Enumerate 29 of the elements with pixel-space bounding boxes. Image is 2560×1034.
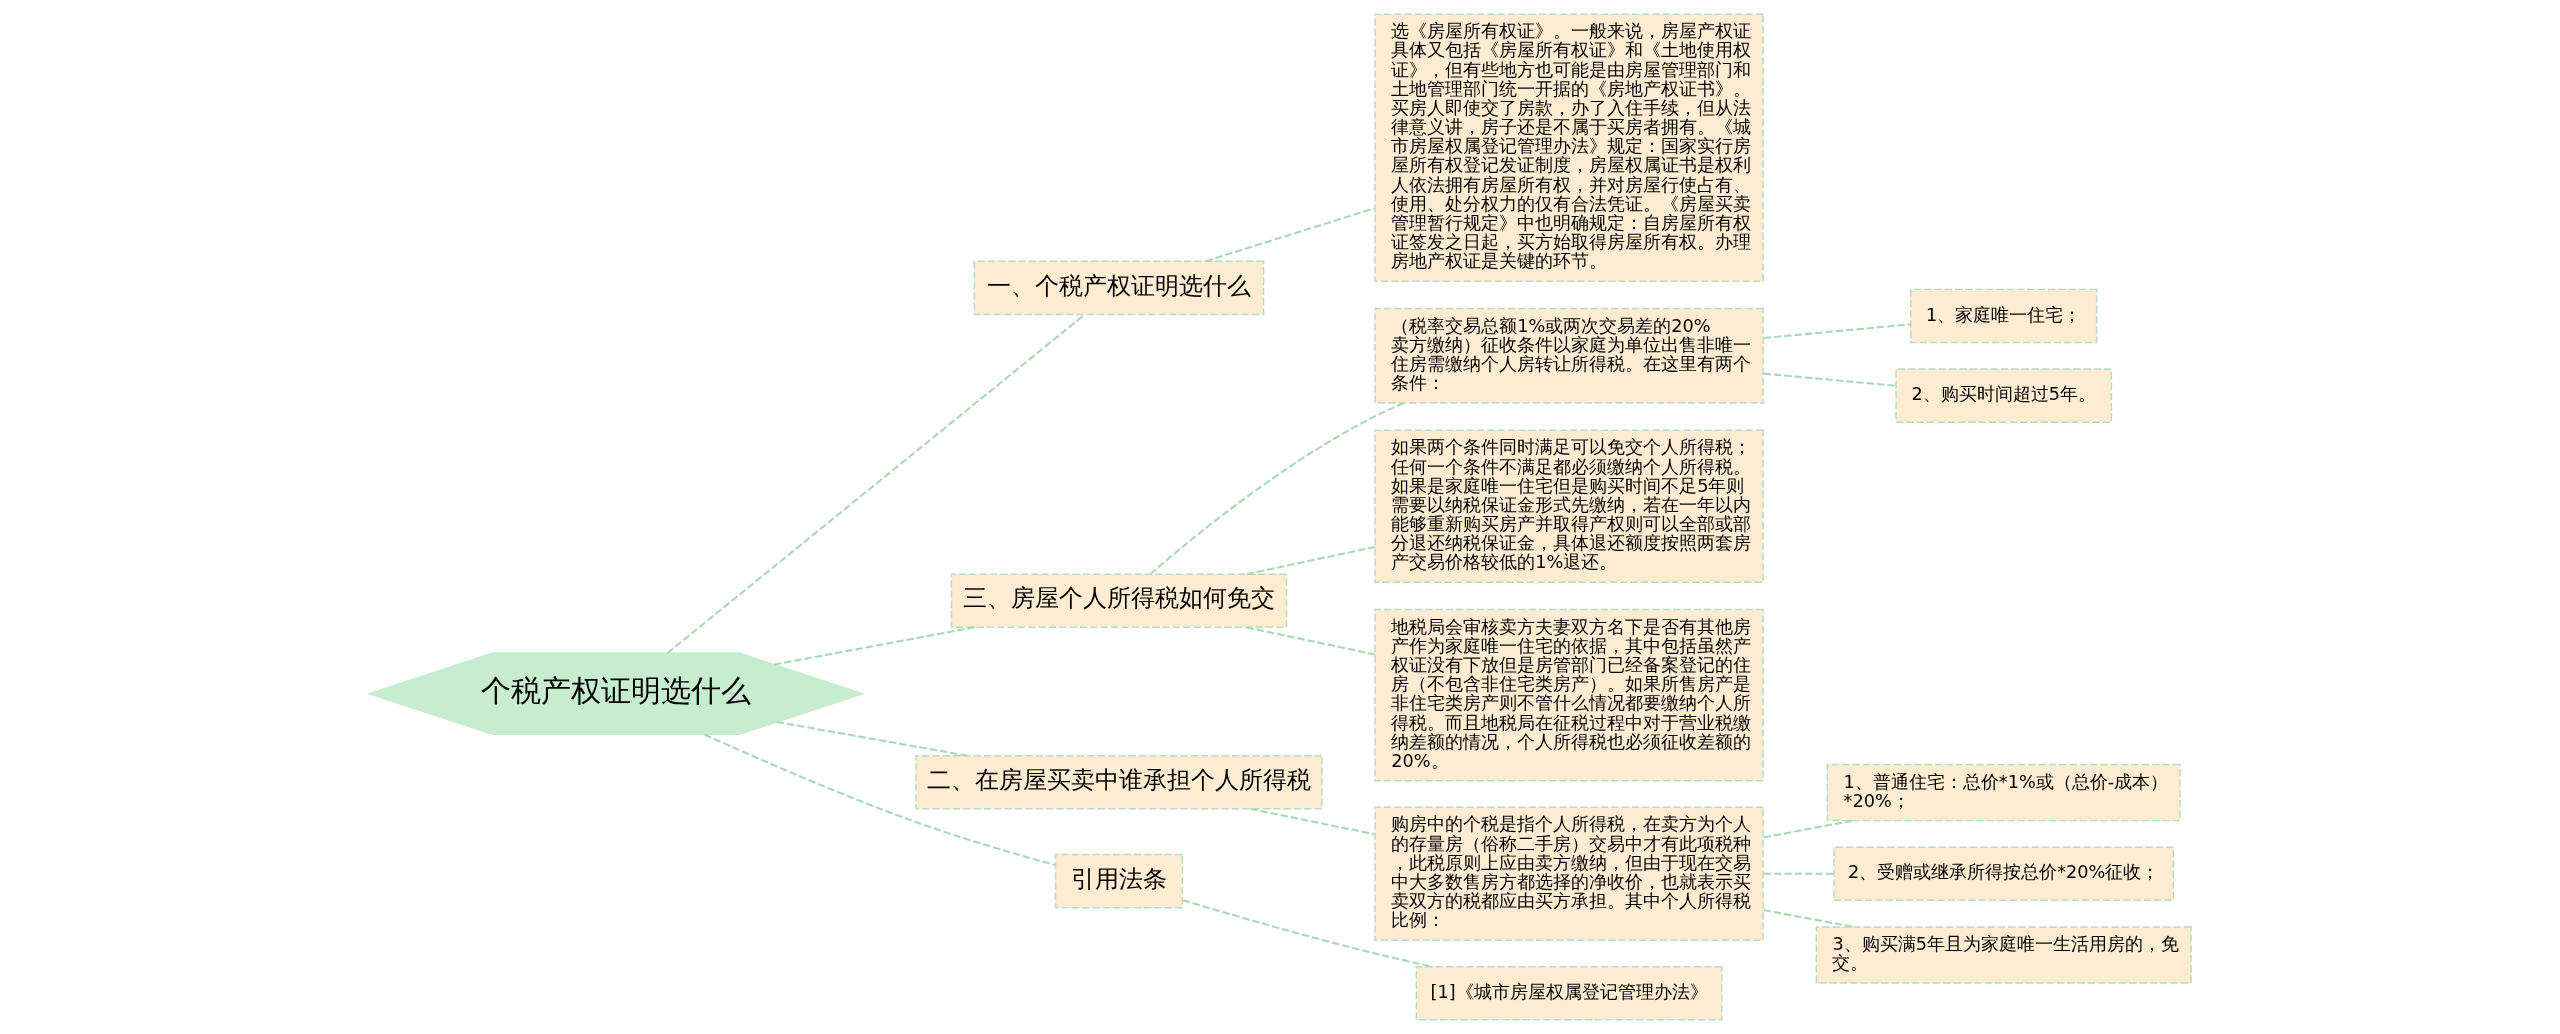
connector	[704, 733, 1056, 866]
node-box: 引用法条	[1054, 853, 1184, 909]
connector	[1763, 323, 1911, 339]
node-box: 地税局会审核卖方夫妻双方名下是否有其他房产作为家庭唯一住宅的依据，其中包括虽然产权证没有下放但是房管部门已经备案登记的住房（不包含非住宅类房产）。如果所售房产是非住宅类房产则不管什么情况都要缴纳个人所得税。而且地税局在征税过程中对于营业税缴纳差额的情况，个人所得税也必须征收差额的20%。	[1374, 608, 1764, 782]
node-box: 如果两个条件同时满足可以免交个人所得税；任何一个条件不满足都必须缴纳个人所得税。如果是家庭唯一住宅但是购买时间不足5年则需要以纳税保证金形式先缴纳，若在一年以内能够重新购买房产并取得产权则可以全部或部分退还纳税保证金，具体退还额度按照两套房产交易价格较低的1%退还。	[1374, 429, 1764, 584]
node-box: 2、受赠或继承所得按总价*20%征收；	[1833, 846, 2175, 902]
node-box: 选《房屋所有权证》。一般来说，房屋产权证具体又包括《房屋所有权证》和《土地使用权证》，但有些地方也可能是由房屋管理部门和土地管理部门统一开据的《房地产权证书》。买房人即使交了房款，办了入住手续，但从法律意义讲，房子还是不属于买房者拥有。《城市房屋权属登记管理办法》规定：国家实行房屋所有权登记发证制度，房屋权属证书是权利人依法拥有房屋所有权，并对房屋行使占有、使用、处分权力的仅有合法凭证。《房屋买卖管理暂行规定》中也明确规定：自房屋所有权证签发之日起，买方始取得房屋所有权。办理房地产权证是关键的环节。	[1374, 13, 1764, 282]
node-box: 1、普通住宅：总价*1%或（总价-成本）*20%；	[1826, 763, 2181, 822]
connector	[1250, 807, 1376, 836]
node-box: 购房中的个税是指个人所得税，在卖方为个人的存量房（俗称二手房）交易中才有此项税种，此税原则上应由卖方缴纳，但由于现在交易中大多数售房方都选择的净收价，也就表示买卖双方的税都应由买方承担。其中个人所得税比例：	[1374, 806, 1764, 941]
connector	[1205, 207, 1376, 263]
node-box: [1]《城市房屋权属登记管理办法》	[1415, 966, 1723, 1021]
node-box: （税率交易总额1%或两次交易差的20% 卖方缴纳）征收条件以家庭为单位出售非唯一住房需缴纳个人房转让所得税。在这里有两个条件：	[1374, 307, 1764, 404]
connector	[1763, 372, 1896, 387]
connector	[1182, 899, 1433, 968]
connector	[667, 313, 1086, 654]
connector	[1763, 909, 1853, 928]
node-box: 2、购买时间超过5年。	[1895, 368, 2113, 423]
node-box: 二、在房屋买卖中谁承担个人所得税	[915, 754, 1323, 810]
connector	[776, 720, 968, 757]
node-box: 三、房屋个人所得税如何免交	[950, 573, 1288, 629]
connector	[1246, 626, 1375, 656]
connector	[1763, 819, 1853, 839]
connector	[774, 626, 975, 666]
node-box: 3、购买满5年且为家庭唯一生活用房的，免交。	[1815, 926, 2192, 984]
connector	[1763, 872, 1834, 875]
node-box: 一、个税产权证明选什么	[973, 260, 1265, 316]
node-box: 1、家庭唯一住宅；	[1909, 288, 2098, 344]
connector	[1246, 546, 1375, 576]
